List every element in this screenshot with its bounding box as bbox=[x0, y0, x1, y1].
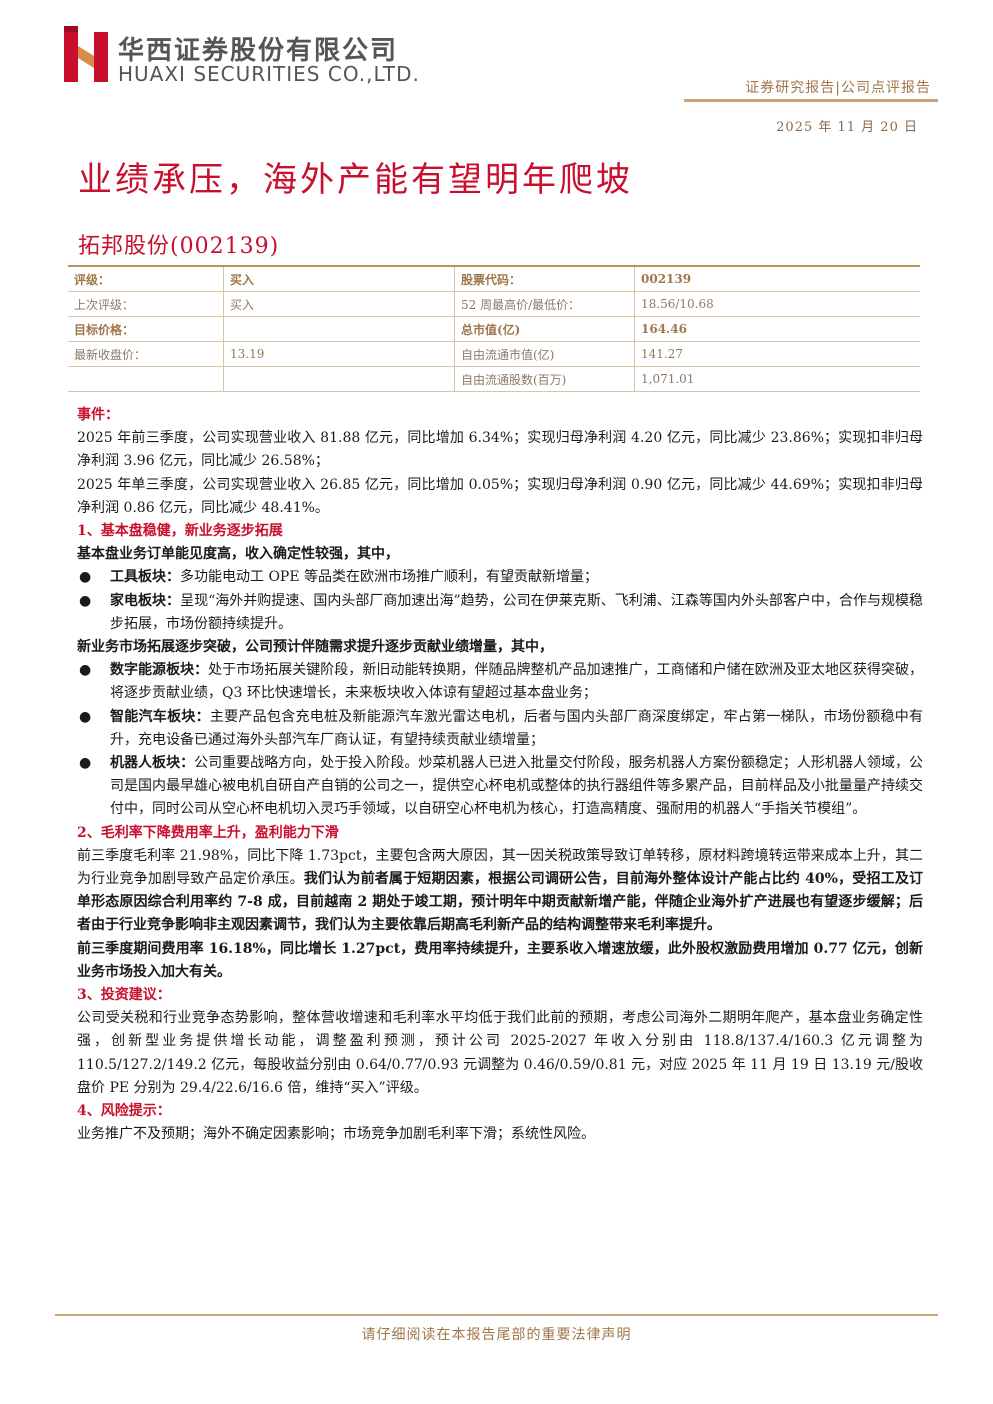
52w-range-label: 52 周最高价/最低价： bbox=[454, 291, 635, 317]
footer-rule bbox=[55, 1314, 938, 1316]
event-heading: 事件： bbox=[77, 407, 119, 423]
header-rule bbox=[684, 99, 938, 102]
huaxi-logo-icon bbox=[64, 26, 108, 82]
list-item: ● 机器人板块：公司重要战略方向，处于投入阶段。炒菜机器人已进入批量交付阶段，服务… bbox=[77, 752, 923, 822]
52w-range-value: 18.56/10.68 bbox=[634, 291, 920, 317]
paragraph-bold-text: 我们认为前者属于短期因素，根据公司调研公告，目前海外整体设计产能占比约 40%，… bbox=[77, 871, 923, 934]
market-cap-label: 总市值(亿) bbox=[454, 316, 635, 342]
bullet-label: 智能汽车板块： bbox=[110, 708, 210, 725]
float-cap-label: 自由流通市值(亿) bbox=[454, 341, 635, 367]
paragraph-text: 前三季度毛利率 21.98%，同比下降 1.73pct，主要包含两大原因，其一因… bbox=[77, 847, 923, 888]
last-close-value: 13.19 bbox=[223, 341, 455, 367]
event-paragraph: 2025 年前三季度，公司实现营业收入 81.88 亿元，同比增加 6.34%；… bbox=[77, 430, 923, 470]
market-cap-value: 164.46 bbox=[634, 316, 920, 342]
list-item: ● 工具板块：多功能电动工 OPE 等品类在欧洲市场推广顺利，有望贡献新增量； bbox=[77, 566, 923, 589]
section-paragraph: 公司受关税和行业竞争态势影响，整体营收增速和毛利率水平均低于我们此前的预期，考虑… bbox=[77, 1010, 923, 1096]
report-title: 业绩承压，海外产能有望明年爬坡 bbox=[78, 160, 633, 200]
table-row: 评级： 买入 股票代码： 002139 bbox=[68, 265, 920, 292]
section-heading: 4、风险提示： bbox=[77, 1103, 171, 1120]
bullet-icon: ● bbox=[79, 592, 92, 609]
section-paragraph: 前三季度毛利率 21.98%，同比下降 1.73pct，主要包含两大原因，其一因… bbox=[77, 845, 923, 938]
section-intro: 基本盘业务订单能见度高，收入确定性较强，其中， bbox=[77, 546, 399, 563]
bullet-text: 多功能电动工 OPE 等品类在欧洲市场推广顺利，有望贡献新增量； bbox=[180, 569, 599, 586]
float-cap-value: 141.27 bbox=[634, 341, 920, 367]
section-paragraph: 前三季度期间费用率 16.18%，同比增长 1.27pct，费用率持续提升，主要… bbox=[77, 940, 923, 980]
section-paragraph: 业务推广不及预期；海外不确定因素影响；市场竞争加剧毛利率下滑；系统性风险。 bbox=[77, 1126, 595, 1143]
table-row: 自由流通股数(百万) 1,071.01 bbox=[68, 366, 920, 392]
bullet-label: 工具板块： bbox=[110, 569, 180, 586]
section-heading: 1、基本盘稳健，新业务逐步拓展 bbox=[77, 523, 283, 540]
rating-label: 评级： bbox=[68, 265, 224, 292]
stock-name: 拓邦股份(002139) bbox=[78, 234, 280, 259]
list-item: ● 智能汽车板块：主要产品包含充电桩及新能源汽车激光雷达电机，后者与国内头部厂商深… bbox=[77, 706, 923, 752]
section-heading: 2、毛利率下降费用率上升，盈利能力下滑 bbox=[77, 824, 339, 841]
report-date: 2025 年 11 月 20 日 bbox=[776, 120, 918, 135]
section-intro: 新业务市场拓展逐步突破，公司预计伴随需求提升逐步贡献业绩增量，其中， bbox=[77, 639, 553, 656]
bullet-text: 处于市场拓展关键阶段，新旧动能转换期，伴随品牌整机产品加速推广，工商储和户储在欧… bbox=[110, 662, 923, 702]
float-shares-label: 自由流通股数(百万) bbox=[454, 366, 635, 392]
section-heading: 3、投资建议： bbox=[77, 987, 171, 1004]
prev-rating-label: 上次评级： bbox=[68, 291, 224, 317]
empty-cell bbox=[223, 366, 455, 392]
table-row: 目标价格： 总市值(亿) 164.46 bbox=[68, 316, 920, 342]
target-price-value bbox=[223, 316, 455, 342]
report-type: 证券研究报告|公司点评报告 bbox=[745, 80, 931, 96]
table-row: 上次评级： 买入 52 周最高价/最低价： 18.56/10.68 bbox=[68, 291, 920, 317]
prev-rating-value: 买入 bbox=[223, 291, 455, 317]
bullet-text: 主要产品包含充电桩及新能源汽车激光雷达电机，后者与国内头部厂商深度绑定，牢占第一… bbox=[110, 708, 923, 748]
bullet-icon: ● bbox=[79, 708, 92, 725]
stock-code-label: 股票代码： bbox=[454, 265, 635, 292]
bullet-icon: ● bbox=[79, 755, 92, 772]
company-name-en: HUAXI SECURITIES CO.,LTD. bbox=[118, 62, 420, 86]
stock-info-table: 评级： 买入 股票代码： 002139 上次评级： 买入 52 周最高价/最低价… bbox=[68, 265, 920, 392]
bullet-label: 家电板块： bbox=[110, 592, 181, 609]
company-name-cn: 华西证券股份有限公司 bbox=[118, 36, 399, 66]
bullet-label: 数字能源板块： bbox=[110, 662, 209, 679]
bullet-icon: ● bbox=[79, 662, 92, 679]
bullet-text: 公司重要战略方向，处于投入阶段。炒菜机器人已进入批量交付阶段，服务机器人方案份额… bbox=[110, 755, 924, 818]
legal-notice: 请仔细阅读在本报告尾部的重要法律声明 bbox=[361, 1327, 632, 1343]
target-price-label: 目标价格： bbox=[68, 316, 224, 342]
rating-value: 买入 bbox=[223, 265, 455, 292]
report-body: 事件： 2025 年前三季度，公司实现营业收入 81.88 亿元，同比增加 6.… bbox=[77, 404, 923, 1147]
list-item: ● 家电板块：呈现“海外并购提速、国内头部厂商加速出海”趋势，公司在伊莱克斯、飞利… bbox=[77, 590, 923, 636]
event-paragraph: 2025 年单三季度，公司实现营业收入 26.85 亿元，同比增加 0.05%；… bbox=[77, 476, 923, 516]
last-close-label: 最新收盘价： bbox=[68, 341, 224, 367]
float-shares-value: 1,071.01 bbox=[634, 366, 920, 392]
empty-cell bbox=[68, 366, 224, 392]
list-item: ● 数字能源板块：处于市场拓展关键阶段，新旧动能转换期，伴随品牌整机产品加速推广，… bbox=[77, 659, 923, 705]
bullet-text: 呈现“海外并购提速、国内头部厂商加速出海”趋势，公司在伊莱克斯、飞利浦、江森等国… bbox=[110, 592, 924, 632]
stock-code-value: 002139 bbox=[634, 265, 920, 292]
table-row: 最新收盘价： 13.19 自由流通市值(亿) 141.27 bbox=[68, 341, 920, 367]
bullet-icon: ● bbox=[79, 569, 92, 586]
bullet-label: 机器人板块： bbox=[110, 755, 195, 772]
